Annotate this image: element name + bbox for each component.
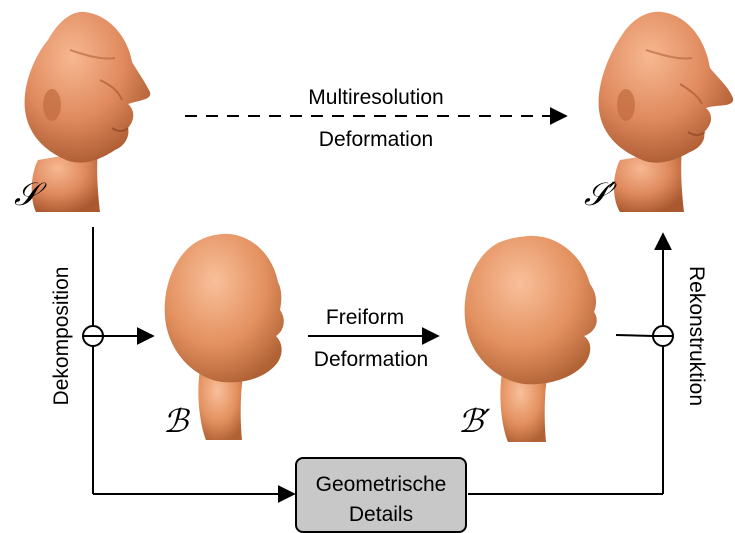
mid-label-line1: Freiform [326,306,404,329]
symbol-B: ℬ [163,402,191,440]
head-S [25,12,151,212]
box-label-line2: Details [349,503,413,526]
label-dekomposition: Dekomposition [50,267,73,406]
mid-label-line2: Deformation [314,348,428,371]
box-label-line1: Geometrische [316,473,447,496]
label-rekonstruktion: Rekonstruktion [685,266,708,406]
symbol-B-prime: ℬ′ [458,402,491,440]
top-label-line1: Multiresolution [308,86,443,109]
top-label-line2: Deformation [319,128,433,151]
symbol-S-prime: 𝒮′ [584,175,617,213]
head-S-prime [599,12,734,212]
